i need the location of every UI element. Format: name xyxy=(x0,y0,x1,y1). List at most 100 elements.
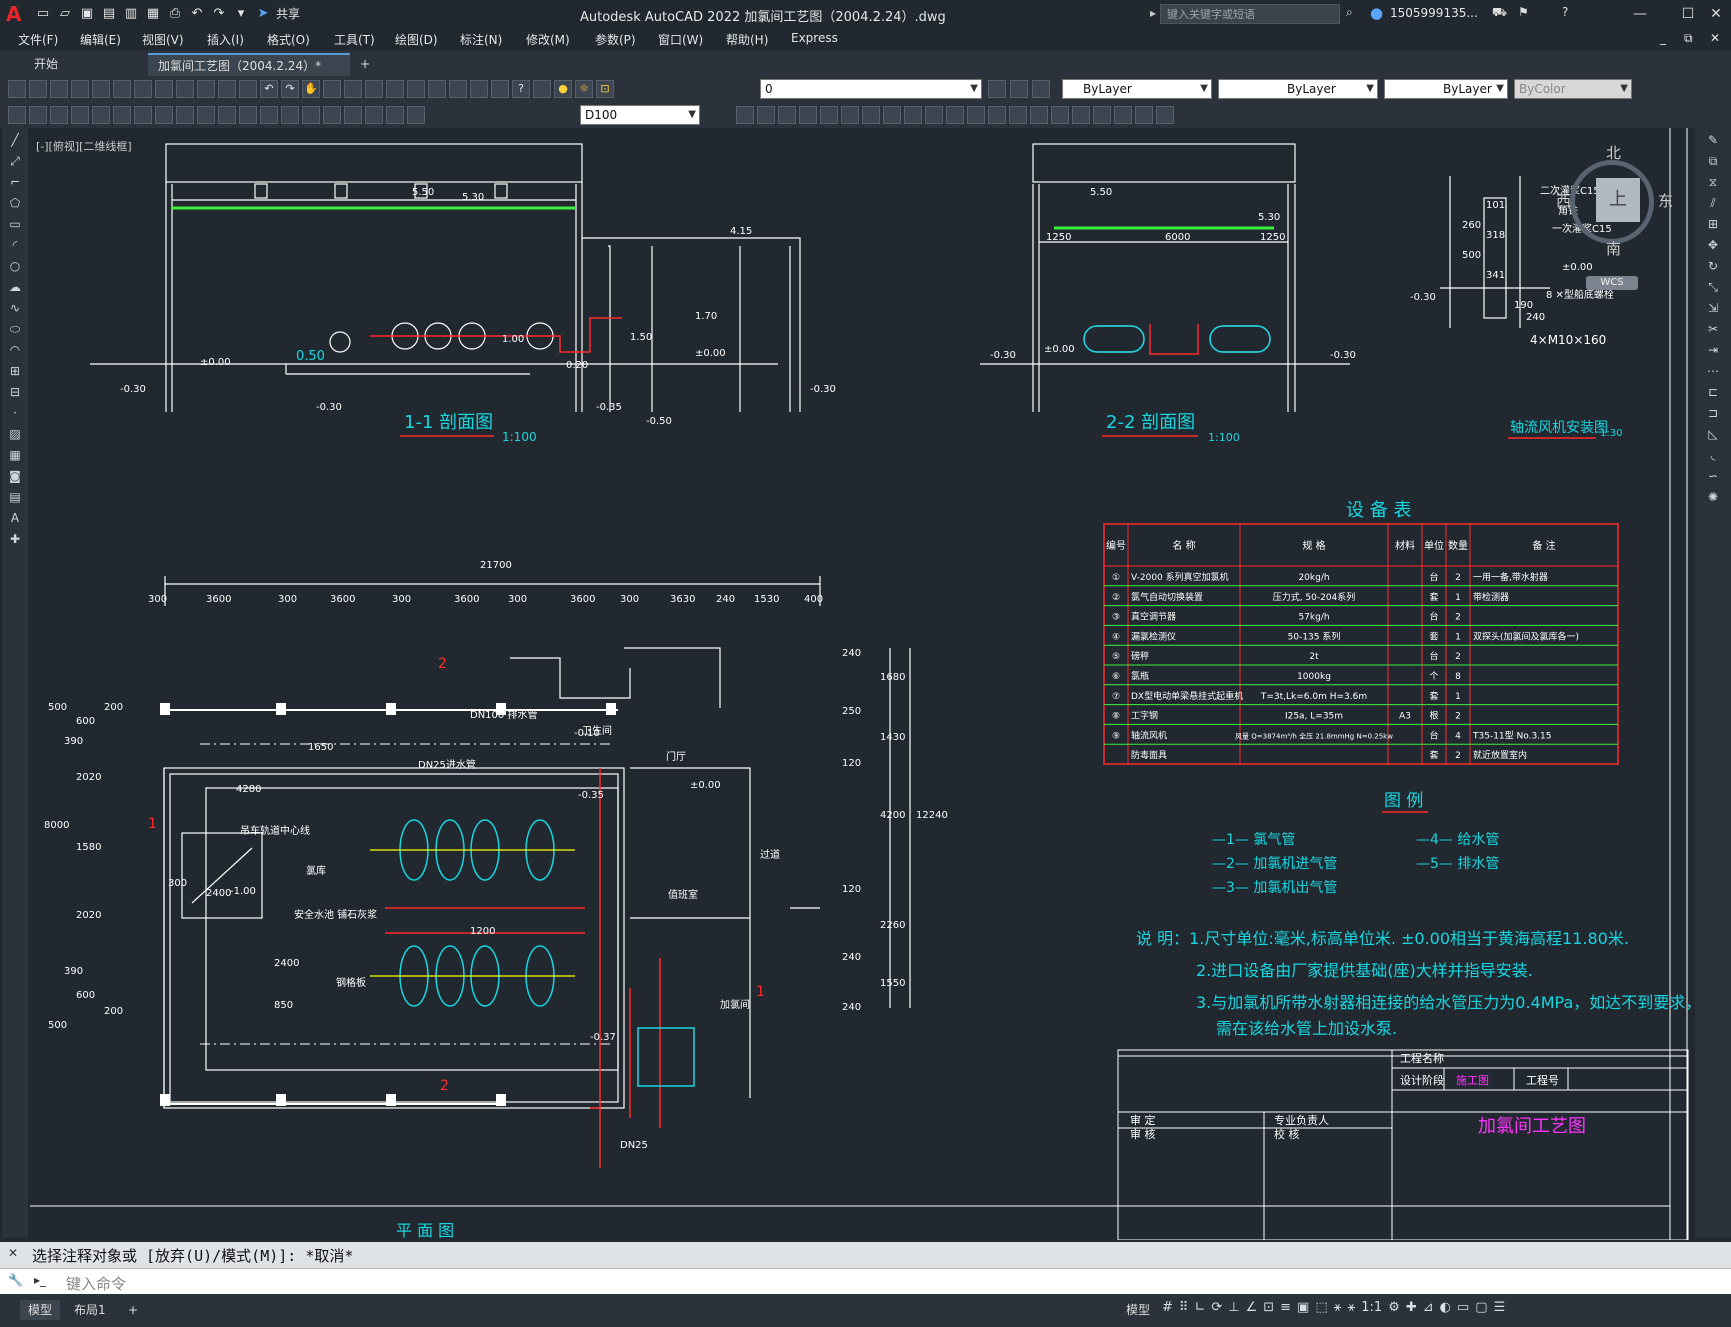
modify-explode-icon[interactable] xyxy=(1051,106,1069,124)
inspection-icon[interactable] xyxy=(323,106,341,124)
draworder-above-icon[interactable] xyxy=(1135,106,1153,124)
maximize-icon[interactable]: ☐ xyxy=(1681,6,1695,22)
help-icon[interactable]: ? xyxy=(1562,5,1569,19)
annotation-monitor-icon[interactable]: ✚ xyxy=(1405,1300,1417,1315)
layer-sun-icon[interactable]: ☼ xyxy=(575,80,593,98)
markup-icon[interactable] xyxy=(470,80,488,98)
viewcube-top-face[interactable]: 上 xyxy=(1596,178,1640,222)
3d-print-icon[interactable] xyxy=(134,80,152,98)
customization-icon[interactable]: ☰ xyxy=(1493,1300,1506,1315)
lineweight-dropdown[interactable]: ByLayer▼ xyxy=(1384,79,1508,99)
design-center-icon[interactable] xyxy=(407,80,425,98)
transparency-icon[interactable]: ▣ xyxy=(1297,1300,1310,1315)
region-icon[interactable]: ◙ xyxy=(9,469,21,483)
blend-icon[interactable]: ∽ xyxy=(1707,469,1719,483)
modify-rotate-icon[interactable] xyxy=(862,106,880,124)
plot-icon[interactable]: ⎙ xyxy=(169,6,181,21)
dimstyle-dropdown[interactable]: D100▼ xyxy=(580,105,700,125)
modify-offset-icon[interactable] xyxy=(799,106,817,124)
undo-tool-icon[interactable]: ↶ xyxy=(260,80,278,98)
ellipse-icon[interactable]: ⬭ xyxy=(9,322,21,336)
move-icon[interactable]: ✥ xyxy=(1707,238,1719,252)
drawing-canvas[interactable]: [-][俯视][二维线框] xyxy=(30,128,1695,1240)
viewcube-north[interactable]: 北 xyxy=(1606,144,1622,162)
polygon-icon[interactable]: ⬠ xyxy=(9,196,21,210)
polyline-icon[interactable]: ⌐ xyxy=(9,175,21,189)
isolate-objects-icon[interactable]: ◐ xyxy=(1439,1300,1451,1315)
redo-tool-icon[interactable]: ↷ xyxy=(281,80,299,98)
tool-palettes-icon[interactable] xyxy=(428,80,446,98)
match-prop-icon[interactable] xyxy=(218,80,236,98)
jogged-linear-icon[interactable] xyxy=(344,106,362,124)
user-icon[interactable]: ● xyxy=(1370,4,1384,22)
add-layout-icon[interactable]: + xyxy=(128,1303,139,1317)
viewcube-ring[interactable] xyxy=(1570,160,1654,244)
autocad-logo-icon[interactable]: A xyxy=(6,2,22,26)
minimize-icon[interactable]: — xyxy=(1633,6,1647,22)
viewcube[interactable]: 上 北 南 东 西 xyxy=(1556,144,1673,258)
layer-previous-icon[interactable] xyxy=(1010,80,1028,98)
dim-space-icon[interactable] xyxy=(239,106,257,124)
menu-view[interactable]: 视图(V) xyxy=(142,33,184,47)
undo-icon[interactable]: ↶ xyxy=(191,6,203,21)
search-input[interactable]: 键入关键字或短语 xyxy=(1160,4,1340,24)
mtext-icon[interactable]: A xyxy=(10,511,20,525)
viewport-controls[interactable]: [-][俯视][二维线框] xyxy=(36,140,132,153)
center-mark-icon[interactable] xyxy=(302,106,320,124)
model-space-button[interactable]: 模型 xyxy=(1126,1303,1151,1317)
preview-icon[interactable] xyxy=(92,80,110,98)
qnew-icon[interactable] xyxy=(8,80,26,98)
modify-mirror-icon[interactable] xyxy=(778,106,796,124)
dim-break-icon[interactable] xyxy=(260,106,278,124)
modify-trim-icon[interactable] xyxy=(925,106,943,124)
dim-jogged-icon[interactable] xyxy=(113,106,131,124)
annotation-scale[interactable]: 1:1 xyxy=(1361,1300,1383,1315)
viewcube-west[interactable]: 西 xyxy=(1556,192,1572,210)
publish-icon[interactable] xyxy=(113,80,131,98)
user-name[interactable]: 1505999135... xyxy=(1390,6,1478,20)
make-current-icon[interactable] xyxy=(988,80,1006,98)
modify-join-icon[interactable] xyxy=(988,106,1006,124)
menu-parametric[interactable]: 参数(P) xyxy=(595,33,636,47)
modify-erase-icon[interactable] xyxy=(736,106,754,124)
hardware-accel-icon[interactable]: ▭ xyxy=(1457,1300,1470,1315)
ortho-icon[interactable]: ∟ xyxy=(1194,1300,1206,1315)
break-icon[interactable]: ⊏ xyxy=(1707,385,1719,399)
menu-draw[interactable]: 绘图(D) xyxy=(395,33,438,47)
dim-continue-icon[interactable] xyxy=(218,106,236,124)
dim-baseline-icon[interactable] xyxy=(197,106,215,124)
join-icon[interactable]: ⊐ xyxy=(1707,406,1719,420)
expand-search-icon[interactable]: ▸ xyxy=(1150,6,1157,20)
hatch-icon[interactable]: ▨ xyxy=(9,427,21,441)
selection-cycling-icon[interactable]: ⬚ xyxy=(1315,1300,1328,1315)
tab-start[interactable]: 开始 xyxy=(34,57,59,71)
sheet-set-icon[interactable] xyxy=(449,80,467,98)
modify-array-icon[interactable] xyxy=(820,106,838,124)
tab-layout1[interactable]: 布局1 xyxy=(74,1303,106,1317)
layer-bulb-icon[interactable]: ● xyxy=(554,80,572,98)
save-web-icon[interactable]: ▦ xyxy=(146,6,160,21)
trim-icon[interactable]: ✂ xyxy=(1707,322,1719,336)
cut-icon[interactable] xyxy=(155,80,173,98)
zoom-realtime-icon[interactable] xyxy=(323,80,341,98)
menu-file[interactable]: 文件(F) xyxy=(18,33,59,47)
draworder-below-icon[interactable] xyxy=(1156,106,1174,124)
auto-scale-icon[interactable]: ⚹ xyxy=(1347,1300,1356,1315)
menu-dimension[interactable]: 标注(N) xyxy=(460,33,503,47)
modify-scale-icon[interactable] xyxy=(883,106,901,124)
autodesk-app-icon[interactable]: ⚑ xyxy=(1518,5,1529,19)
units-icon[interactable]: ⊿ xyxy=(1422,1300,1434,1315)
save-tool-icon[interactable] xyxy=(50,80,68,98)
dim-edit-icon[interactable] xyxy=(365,106,383,124)
qdim-icon[interactable] xyxy=(176,106,194,124)
save-as-icon[interactable]: ▤ xyxy=(102,6,116,21)
rectangle-icon[interactable]: ▭ xyxy=(9,217,21,231)
close-command-line-icon[interactable]: ✕ xyxy=(8,1246,19,1260)
stretch-icon[interactable]: ⇲ xyxy=(1707,301,1719,315)
recent-commands-icon[interactable]: ▸_ xyxy=(34,1273,47,1287)
dim-text-edit-icon[interactable] xyxy=(386,106,404,124)
dim-diameter-icon[interactable] xyxy=(134,106,152,124)
linetype-dropdown[interactable]: ByLayer▼ xyxy=(1218,79,1378,99)
redo-icon[interactable]: ↷ xyxy=(213,6,225,21)
close-icon[interactable]: ✕ xyxy=(1710,6,1722,22)
